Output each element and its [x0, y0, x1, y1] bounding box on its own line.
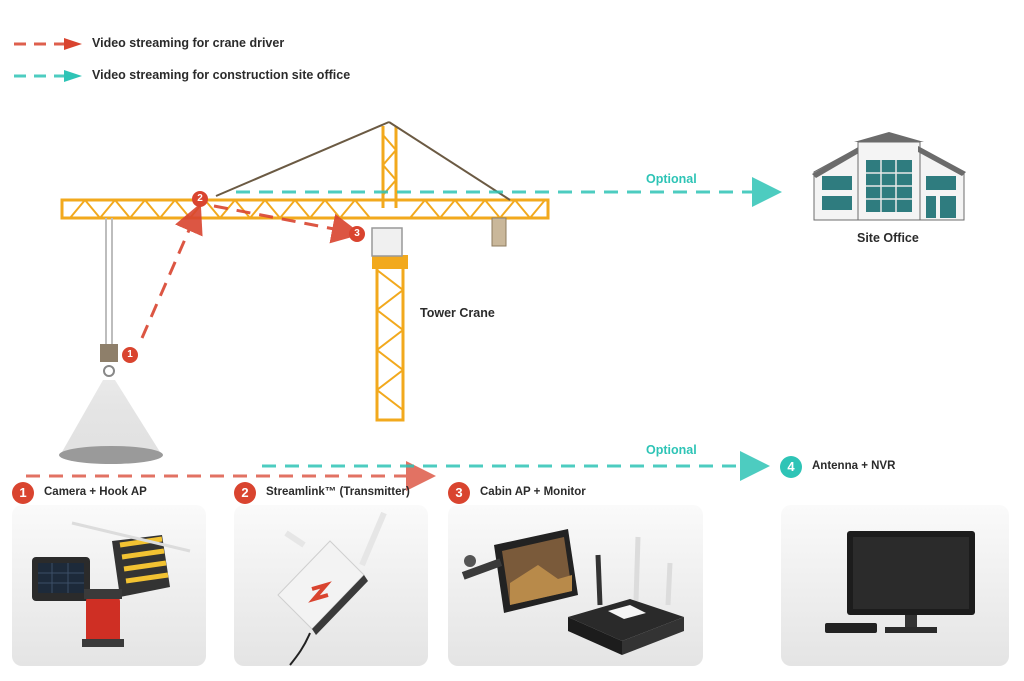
- card-cabin-ap-monitor: [448, 505, 703, 666]
- legend-arrow-teal: [14, 70, 82, 82]
- card-antenna-nvr: [781, 505, 1009, 666]
- legend-arrow-red: [14, 38, 82, 50]
- streamlink-illustration: [277, 511, 387, 666]
- device-badge-4: 4: [780, 456, 802, 478]
- site-office-illustration: [812, 132, 966, 221]
- legend-label-site-office: Video streaming for construction site of…: [92, 68, 351, 82]
- cabin-ap-monitor-illustration: [461, 529, 684, 655]
- device-label-camera-hook-ap: Camera + Hook AP: [44, 486, 147, 498]
- scene-badge-2: 2: [192, 191, 208, 207]
- antenna-nvr-illustration: [825, 531, 975, 633]
- optional-label-bottom: Optional: [646, 443, 697, 457]
- tower-crane-label: Tower Crane: [420, 306, 495, 320]
- device-badge-3: 3: [448, 482, 470, 504]
- card-streamlink-transmitter: [234, 505, 428, 666]
- scene-badge-1: 1: [122, 347, 138, 363]
- legend-label-crane-driver: Video streaming for crane driver: [92, 36, 285, 50]
- scene-badge-3: 3: [349, 226, 365, 242]
- optional-label-top: Optional: [646, 172, 697, 186]
- device-label-antenna-nvr: Antenna + NVR: [812, 460, 896, 472]
- device-badge-2: 2: [234, 482, 256, 504]
- card-camera-hook-ap: [12, 505, 206, 666]
- device-label-cabin-ap-monitor: Cabin AP + Monitor: [480, 486, 586, 498]
- device-badge-1: 1: [12, 482, 34, 504]
- device-label-streamlink: Streamlink™ (Transmitter): [266, 486, 410, 498]
- camera-hook-ap-illustration: [32, 521, 191, 647]
- tower-crane-illustration: [59, 121, 550, 464]
- site-office-label: Site Office: [857, 231, 919, 245]
